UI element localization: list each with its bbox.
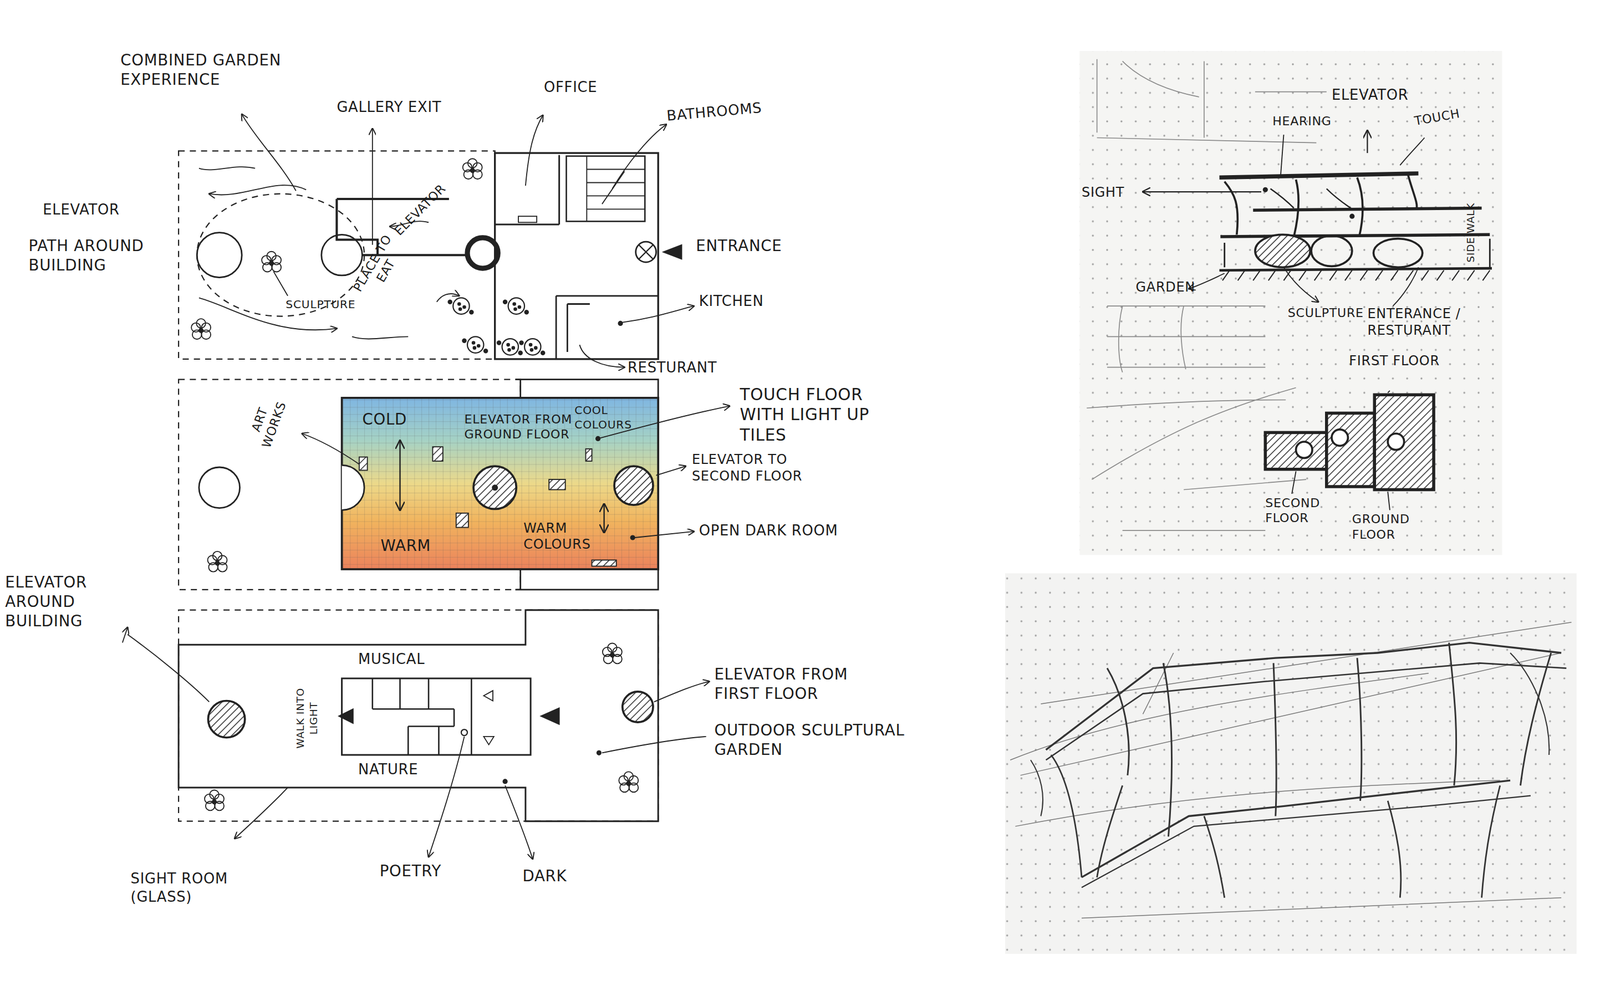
annotation: PATH AROUND BUILDING bbox=[28, 236, 157, 275]
annotation: ENTERANCE / RESTURANT bbox=[1367, 306, 1488, 340]
annotation: SIGHT ROOM (GLASS) bbox=[130, 870, 249, 906]
annotation: SECOND FLOOR bbox=[1265, 496, 1329, 527]
second-floor-plan bbox=[122, 610, 710, 860]
annotation: SCULPTURE bbox=[285, 297, 356, 312]
touch-floor-area: COLD ELEVATOR FROM GROUND FLOORCOOL COLOU… bbox=[342, 398, 659, 570]
annotation: RESTURANT bbox=[627, 359, 717, 377]
first-floor-plan bbox=[178, 379, 730, 590]
annotation: ELEVATOR bbox=[42, 201, 120, 219]
annotation: PLACE TO EAT bbox=[350, 232, 409, 303]
annotation: SIDE WALK bbox=[1465, 202, 1479, 263]
room-label: WARM COLOURS bbox=[523, 520, 608, 554]
annotation: SIGHT bbox=[1081, 184, 1125, 202]
annotation: FIRST FLOOR bbox=[1348, 353, 1441, 370]
annotation: OPEN DARK ROOM bbox=[699, 522, 839, 540]
annotation: GROUND FLOOR bbox=[1352, 512, 1426, 543]
annotation: WALK INTO LIGHT bbox=[294, 682, 320, 754]
room-label: WARM bbox=[380, 536, 432, 557]
annotation: GALLERY EXIT bbox=[336, 99, 442, 117]
room-label: ELEVATOR FROM GROUND FLOOR bbox=[464, 412, 579, 443]
room-label: MUSICAL bbox=[358, 650, 425, 669]
annotation: POETRY bbox=[379, 862, 442, 882]
annotation: KITCHEN bbox=[699, 292, 764, 311]
section-sketch bbox=[1079, 51, 1502, 555]
annotation: ELEVATOR bbox=[391, 181, 450, 239]
annotation: TOUCH FLOOR WITH LIGHT UP TILES bbox=[739, 384, 909, 446]
annotation: ENTRANCE bbox=[695, 236, 782, 257]
ground-floor-plan bbox=[178, 114, 695, 368]
room-block: MUSICAL NATURE bbox=[343, 649, 528, 787]
annotation: SCULPTURE bbox=[1287, 306, 1364, 322]
annotation: GARDEN bbox=[1135, 279, 1196, 297]
annotation: ELEVATOR bbox=[1331, 86, 1409, 105]
annotation: DARK bbox=[522, 867, 567, 888]
annotation: HEARING bbox=[1272, 114, 1332, 130]
annotation: OFFICE bbox=[543, 78, 598, 97]
annotation: OUTDOOR SCULPTURAL GARDEN bbox=[714, 721, 949, 760]
room-label: NATURE bbox=[358, 761, 419, 779]
annotation: BATHROOMS bbox=[665, 99, 763, 126]
annotation: ELEVATOR AROUND BUILDING bbox=[4, 573, 107, 631]
annotation: COMBINED GARDEN EXPERIENCE bbox=[120, 51, 376, 90]
room-label: COOL COLOURS bbox=[574, 404, 656, 433]
room-label: COLD bbox=[362, 410, 407, 430]
annotation: ART WORKS bbox=[244, 393, 291, 452]
annotation: TOUCH bbox=[1413, 106, 1461, 130]
perspective-sketch bbox=[1005, 573, 1577, 955]
annotation: ELEVATOR TO SECOND FLOOR bbox=[691, 451, 845, 486]
annotation: ELEVATOR FROM FIRST FLOOR bbox=[714, 665, 898, 704]
